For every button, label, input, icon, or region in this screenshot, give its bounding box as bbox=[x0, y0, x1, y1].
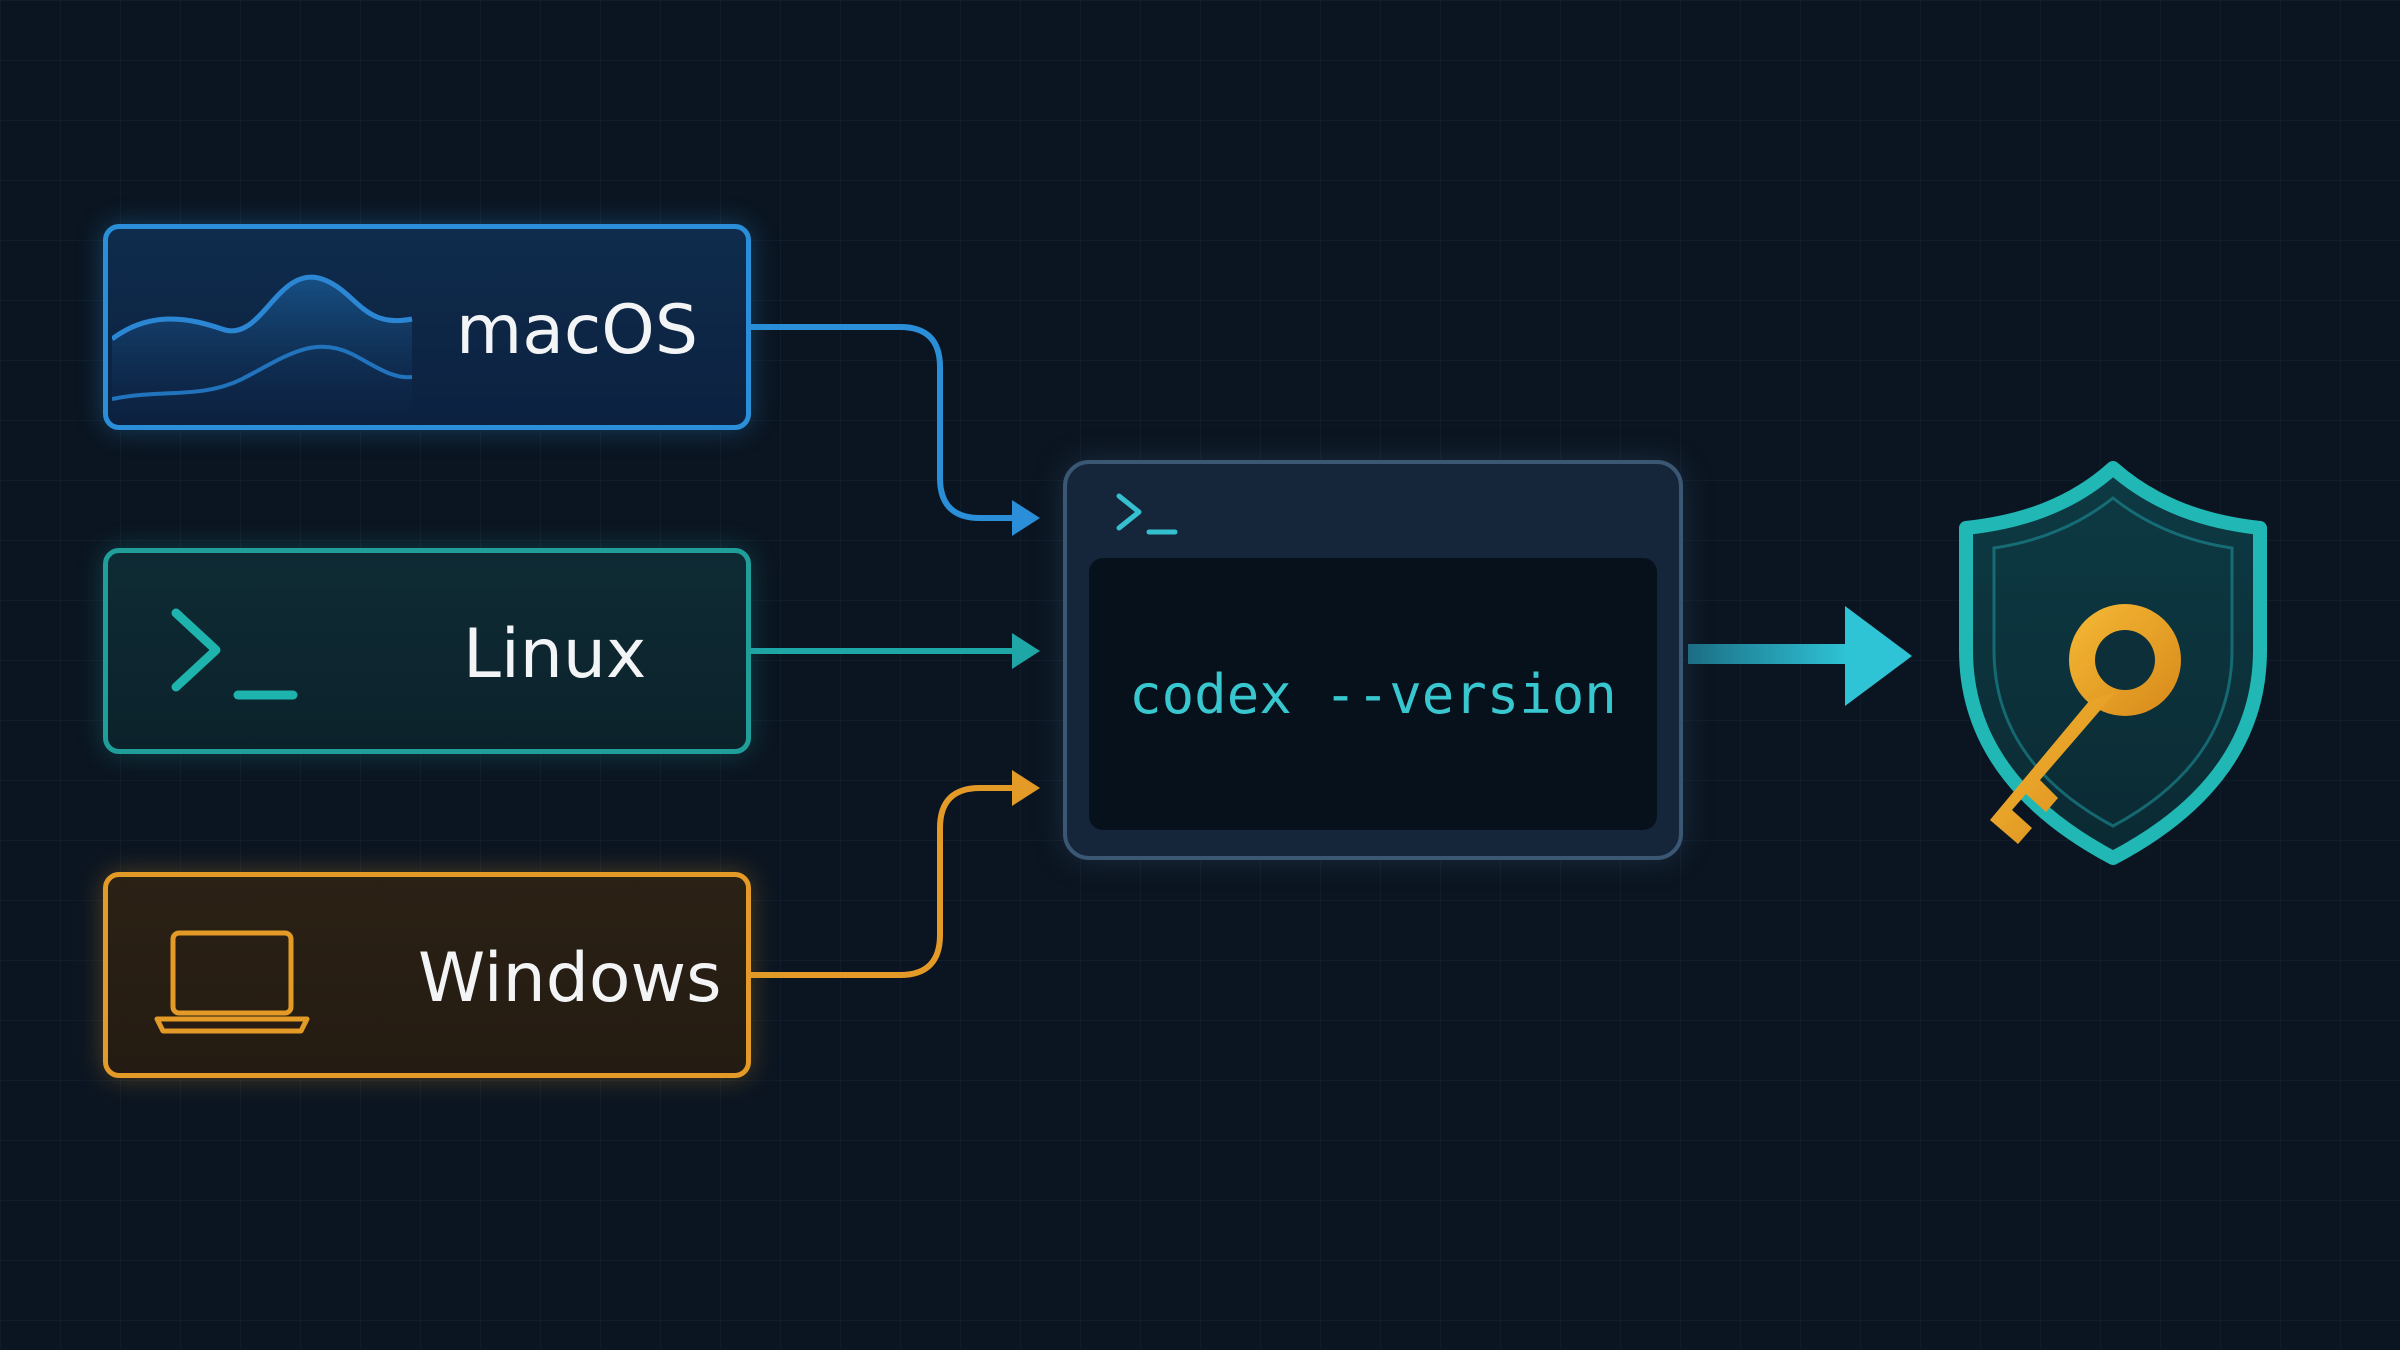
platform-label-macos: macOS bbox=[456, 291, 698, 370]
terminal-window: codex --version bbox=[1063, 460, 1683, 860]
windows-connector bbox=[748, 785, 1018, 978]
platform-box-macos: macOS bbox=[103, 224, 751, 430]
linux-arrowhead bbox=[1012, 633, 1040, 669]
terminal-prompt-icon bbox=[1116, 493, 1178, 535]
terminal-prompt-icon bbox=[171, 608, 298, 700]
output-arrowhead bbox=[1845, 606, 1912, 706]
command-text: codex --version bbox=[1129, 662, 1617, 726]
platform-label-windows: Windows bbox=[418, 939, 722, 1018]
key-shape bbox=[1990, 604, 2181, 844]
platform-label-linux: Linux bbox=[463, 615, 647, 694]
output-arrow-shaft bbox=[1688, 644, 1848, 664]
platform-box-windows: Windows bbox=[103, 872, 751, 1078]
platform-box-linux: Linux bbox=[103, 548, 751, 754]
terminal-body: codex --version bbox=[1089, 558, 1657, 830]
wave-icon bbox=[112, 274, 413, 419]
shield-key-icon bbox=[1959, 461, 2267, 865]
laptop-icon bbox=[154, 930, 310, 1034]
macos-connector bbox=[748, 324, 1018, 521]
macos-arrowhead bbox=[1012, 500, 1040, 536]
windows-arrowhead bbox=[1012, 770, 1040, 806]
